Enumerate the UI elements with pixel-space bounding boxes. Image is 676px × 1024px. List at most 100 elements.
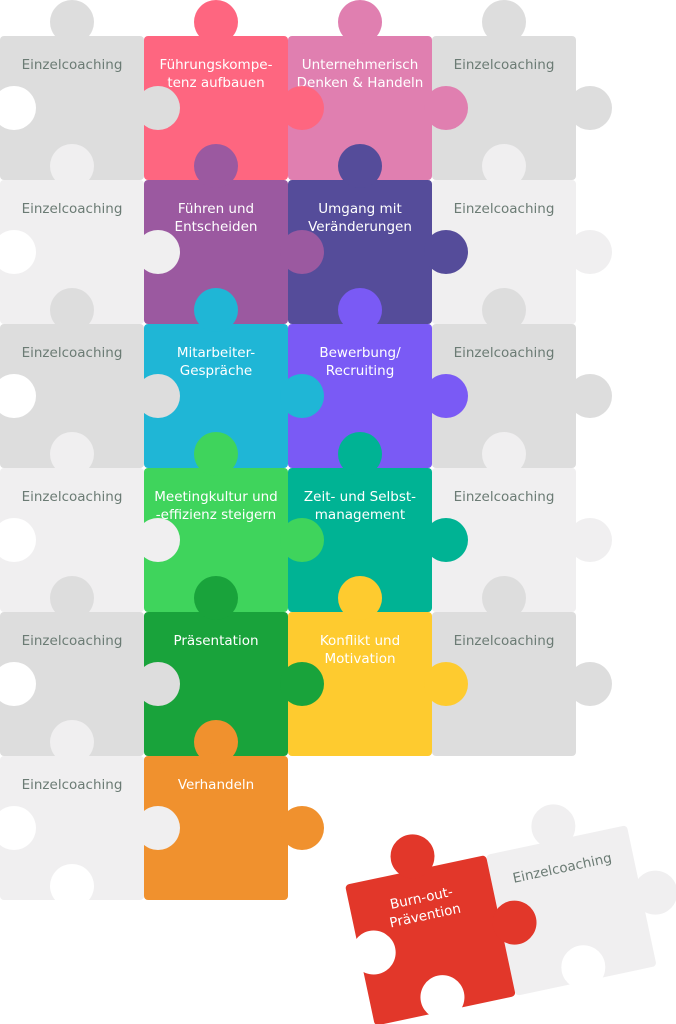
puzzle-piece-einzelcoaching: Einzelcoaching (0, 432, 180, 612)
piece-label: Mitarbeiter-Gespräche (177, 345, 255, 379)
piece-body (144, 180, 288, 324)
puzzle-piece-präsentation: Präsentation (144, 576, 324, 756)
right-knob (568, 374, 612, 418)
piece-label-line: Zeit- und Selbst- (304, 489, 416, 505)
piece-body (144, 756, 288, 900)
piece-body (288, 36, 432, 180)
piece-label-line: Konflikt und (320, 633, 400, 649)
piece-label-line: Einzelcoaching (22, 201, 123, 217)
piece-label-line: Einzelcoaching (454, 201, 555, 217)
top-knob (194, 0, 238, 44)
piece-label-line: Umgang mit (318, 201, 402, 217)
piece-body (0, 324, 144, 468)
top-knob (50, 720, 94, 764)
piece-label-line: Einzelcoaching (22, 777, 123, 793)
piece-body (486, 825, 656, 996)
top-knob (194, 144, 238, 188)
right-knob (492, 900, 537, 945)
piece-label: Führungskompe-tenz aufbauen (160, 57, 273, 91)
puzzle-piece-einzelcoaching: Einzelcoaching (432, 144, 612, 324)
puzzle-piece-mitarbeiter-gespräche: Mitarbeiter-Gespräche (144, 288, 324, 468)
piece-body (144, 324, 288, 468)
right-knob (136, 518, 180, 562)
top-knob (482, 0, 526, 44)
bottom-notch-neck (430, 994, 458, 1016)
piece-body (432, 36, 576, 180)
right-knob (424, 230, 468, 274)
right-knob (568, 518, 612, 562)
top-knob (50, 288, 94, 332)
puzzle-piece-meetingkultur-und-effizienz-steigern: Meetingkultur und-effizienz steigern (144, 432, 324, 612)
left-notch-neck (0, 384, 14, 408)
piece-label: Einzelcoaching (22, 345, 123, 361)
left-notch-neck (355, 940, 377, 968)
piece-body (345, 855, 516, 1024)
right-knob (136, 662, 180, 706)
top-knob (194, 576, 238, 620)
piece-body (288, 468, 432, 612)
piece-body (0, 36, 144, 180)
top-knob (50, 432, 94, 476)
right-knob (136, 230, 180, 274)
puzzle-piece-einzelcoaching: Einzelcoaching (432, 576, 612, 756)
piece-label-line: -effizienz steigern (156, 507, 276, 523)
puzzle-piece-einzelcoaching: Einzelcoaching (432, 0, 612, 180)
bottom-notch-neck (571, 964, 599, 986)
piece-body (288, 324, 432, 468)
right-knob (280, 662, 324, 706)
right-knob (280, 230, 324, 274)
top-knob (531, 804, 576, 849)
right-knob (136, 806, 180, 850)
piece-label: Einzelcoaching (22, 777, 123, 793)
top-knob (338, 576, 382, 620)
piece-body (432, 324, 576, 468)
piece-label: Zeit- und Selbst-management (304, 489, 416, 523)
piece-label-line: Einzelcoaching (22, 489, 123, 505)
left-notch-neck (0, 96, 14, 120)
piece-body (432, 180, 576, 324)
top-knob (390, 834, 435, 879)
top-knob (338, 0, 382, 44)
right-knob (568, 86, 612, 130)
puzzle-piece-burn-out-prävention: Burn-out-Prävention (345, 834, 537, 1024)
piece-label-line: Einzelcoaching (454, 489, 555, 505)
right-knob (424, 374, 468, 418)
piece-label: Einzelcoaching (22, 57, 123, 73)
top-knob (194, 720, 238, 764)
right-knob (633, 870, 676, 915)
piece-label: Einzelcoaching (454, 201, 555, 217)
piece-label: Einzelcoaching (22, 633, 123, 649)
right-knob (568, 662, 612, 706)
right-knob (280, 374, 324, 418)
piece-body (144, 36, 288, 180)
piece-label-line: Präsentation (173, 633, 258, 649)
piece-label: Einzelcoaching (454, 57, 555, 73)
piece-body (144, 468, 288, 612)
top-knob (338, 432, 382, 476)
left-notch-neck (0, 816, 14, 840)
puzzle-piece-einzelcoaching: Einzelcoaching (0, 0, 180, 180)
top-knob (482, 576, 526, 620)
right-knob (136, 374, 180, 418)
puzzle-piece-einzelcoaching: Einzelcoaching (0, 288, 180, 468)
piece-label-line: Motivation (324, 651, 395, 667)
top-knob (194, 432, 238, 476)
piece-label-line: Recruiting (326, 363, 395, 379)
piece-label-line: Mitarbeiter- (177, 345, 255, 361)
left-notch-neck (0, 240, 14, 264)
piece-body (432, 612, 576, 756)
piece-label: Einzelcoaching (454, 489, 555, 505)
piece-body (0, 468, 144, 612)
piece-label-line: Unternehmerisch (302, 57, 419, 73)
piece-label-line: Einzelcoaching (454, 57, 555, 73)
piece-label: Bewerbung/Recruiting (319, 345, 401, 379)
bottom-notch-neck (60, 886, 84, 902)
top-knob (50, 144, 94, 188)
left-notch-neck (0, 672, 14, 696)
